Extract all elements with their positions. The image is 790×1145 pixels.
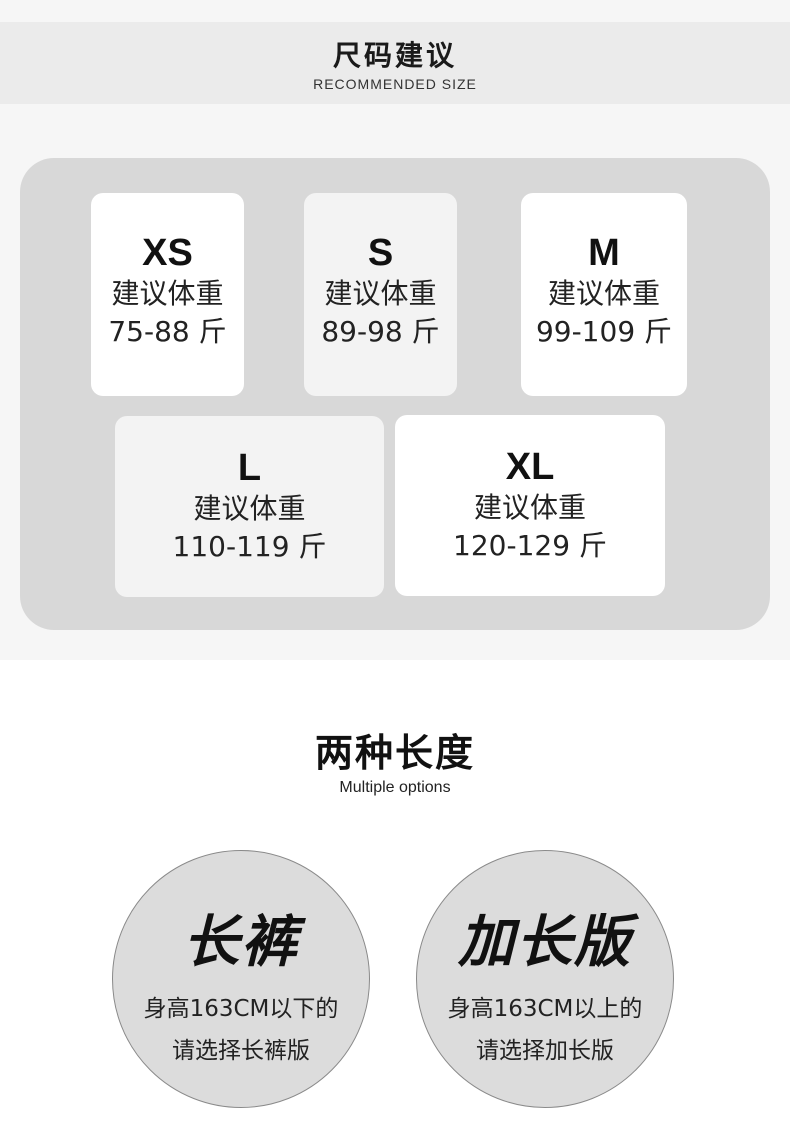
- size-card-l: L 建议体重 110-119 斤: [115, 416, 384, 597]
- size-name: XL: [505, 446, 555, 488]
- weight-label: 建议体重: [324, 277, 437, 310]
- weight-range: 75-88 斤: [108, 315, 227, 348]
- size-panel: XS 建议体重 75-88 斤 S 建议体重 89-98 斤 M 建议体重 99…: [20, 158, 770, 630]
- weight-label: 建议体重: [473, 491, 586, 524]
- weight-range: 110-119 斤: [172, 530, 327, 563]
- lengths-title: 两种长度: [314, 731, 475, 775]
- size-name: XS: [142, 232, 193, 274]
- option-circle-long: 加长版 身高163CM以上的 请选择加长版: [416, 850, 674, 1108]
- option-advice: 请选择加长版: [476, 1038, 614, 1064]
- size-card-xl: XL 建议体重 120-129 斤: [395, 415, 665, 596]
- size-name: S: [367, 232, 394, 274]
- weight-label: 建议体重: [547, 277, 660, 310]
- option-advice: 请选择长裤版: [172, 1038, 310, 1064]
- section-title: 尺码建议: [332, 39, 457, 72]
- size-name: L: [237, 447, 262, 489]
- weight-range: 89-98 斤: [321, 315, 440, 348]
- size-name: M: [588, 232, 620, 274]
- option-circle-regular: 长裤 身高163CM以下的 请选择长裤版: [112, 850, 370, 1108]
- option-name: 加长版: [458, 910, 632, 975]
- option-name: 长裤: [183, 910, 299, 975]
- weight-range: 120-129 斤: [453, 529, 607, 562]
- section-subtitle: RECOMMENDED SIZE: [313, 76, 477, 92]
- option-height-note: 身高163CM以上的: [447, 996, 643, 1022]
- size-card-s: S 建议体重 89-98 斤: [304, 193, 457, 396]
- lengths-subtitle: Multiple options: [339, 779, 451, 796]
- header-band: [0, 22, 790, 104]
- option-height-note: 身高163CM以下的: [143, 996, 339, 1022]
- size-card-xs: XS 建议体重 75-88 斤: [91, 193, 244, 396]
- weight-label: 建议体重: [111, 277, 224, 310]
- weight-range: 99-109 斤: [535, 315, 673, 348]
- size-card-m: M 建议体重 99-109 斤: [521, 193, 687, 396]
- weight-label: 建议体重: [193, 492, 306, 525]
